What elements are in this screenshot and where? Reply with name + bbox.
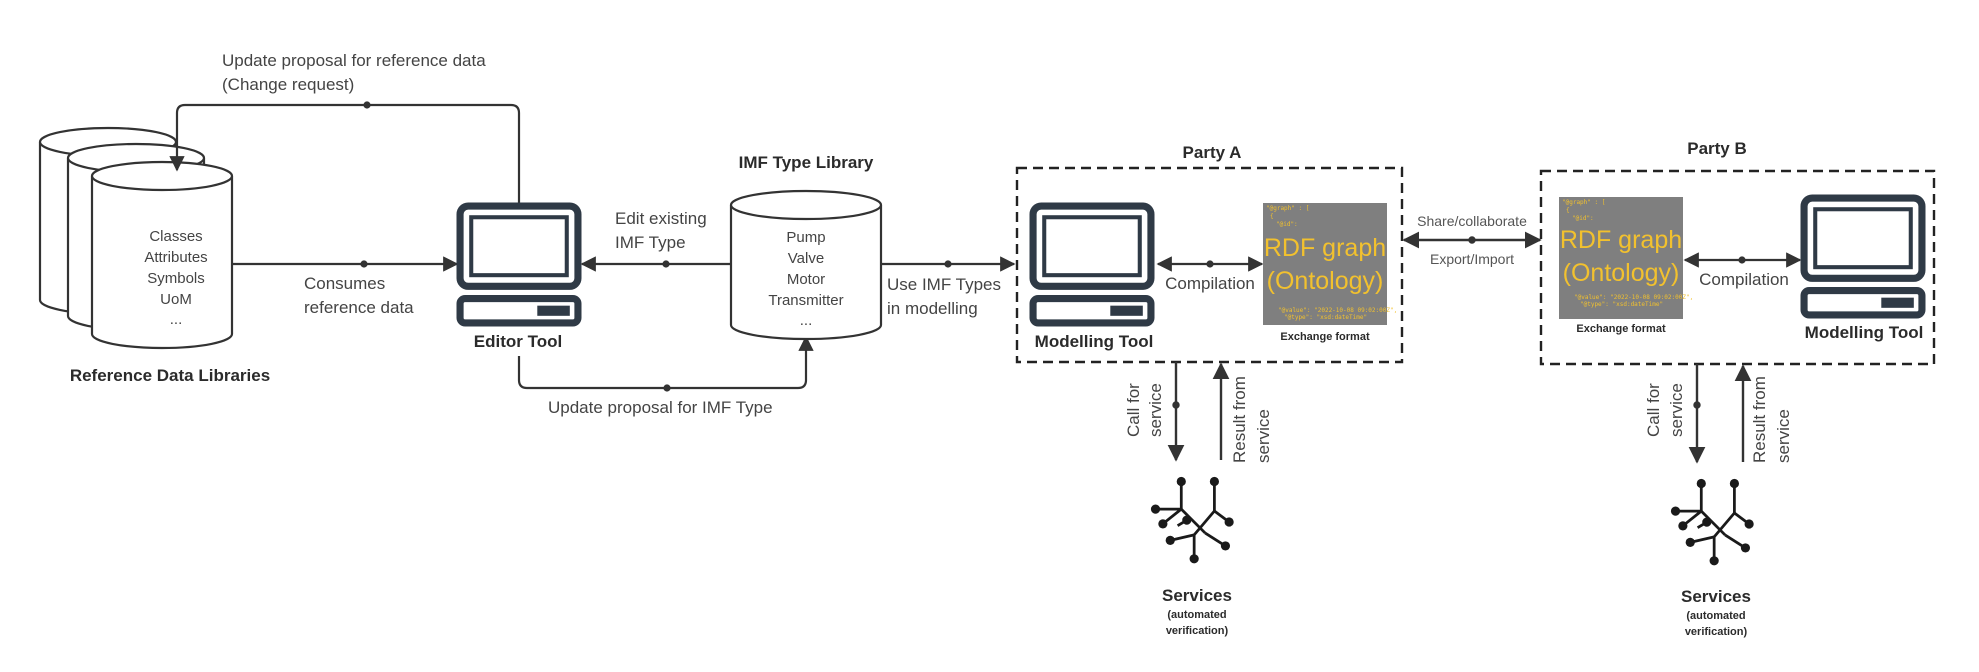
party-a-title: Party A — [1183, 143, 1242, 162]
ref-item-attributes: Attributes — [144, 249, 207, 266]
party-b-call-service-arrow — [1688, 364, 1706, 464]
party-a-rdf-line1: RDF graph — [1264, 234, 1386, 262]
update-imf-arrow — [517, 335, 814, 392]
party-a-services-sub1: (automated — [1167, 609, 1226, 621]
party-b-title: Party B — [1687, 139, 1747, 158]
svg-text:"@graph" : [: "@graph" : [ — [1266, 205, 1309, 212]
party-a-computer-icon — [1033, 206, 1151, 323]
svg-text:"@type": "xsd:dateTime": "@type": "xsd:dateTime" — [1580, 301, 1663, 308]
ref-item-uom: UoM — [160, 291, 192, 308]
party-a-rdf-line2: (Ontology) — [1267, 267, 1384, 295]
svg-text:"@id":: "@id": — [1572, 215, 1594, 222]
party-a-rdf-graph: "@graph" : [ { "@id": RDF graph (Ontolog… — [1263, 203, 1397, 325]
party-a-call-service-arrow — [1167, 362, 1185, 462]
party-b-result-label-2: service — [1774, 409, 1793, 463]
share-collaborate-label: Share/collaborate — [1417, 213, 1527, 229]
edit-existing-label-2: IMF Type — [615, 233, 686, 252]
svg-text:"@graph" : [: "@graph" : [ — [1562, 199, 1605, 206]
change-request-label-2: (Change request) — [222, 75, 354, 94]
party-a-compilation-arrow — [1156, 256, 1264, 272]
party-a-compilation-label: Compilation — [1165, 274, 1255, 293]
party-a-call-label-1: Call for — [1124, 383, 1143, 437]
party-a-services-sub2: verification) — [1166, 625, 1229, 637]
svg-text:"@value": "2022-10-08 09:02:00: "@value": "2022-10-08 09:02:00Z", — [1574, 294, 1693, 301]
svg-text:"@type": "xsd:dateTime": "@type": "xsd:dateTime" — [1284, 314, 1367, 321]
update-imf-label: Update proposal for IMF Type — [548, 398, 773, 417]
use-imf-label-1: Use IMF Types — [887, 275, 1001, 294]
party-b-rdf-line2: (Ontology) — [1563, 259, 1680, 287]
change-request-label-1: Update proposal for reference data — [222, 51, 486, 70]
imf-item-transmitter: Transmitter — [768, 292, 843, 309]
edit-existing-label-1: Edit existing — [615, 209, 707, 228]
party-a-exchange-format: Exchange format — [1280, 331, 1370, 343]
party-b-call-label-1: Call for — [1644, 383, 1663, 437]
party-b-modelling-tool: Modelling Tool — [1805, 323, 1924, 342]
party-b-result-label-1: Result from — [1750, 376, 1769, 463]
editor-tool-computer-icon — [460, 206, 578, 323]
use-imf-arrow — [881, 256, 1016, 272]
party-b-exchange-format: Exchange format — [1576, 323, 1666, 335]
imf-item-motor: Motor — [787, 271, 825, 288]
imf-item-pump: Pump — [786, 229, 825, 246]
reference-libraries-title: Reference Data Libraries — [70, 366, 270, 385]
export-import-label: Export/Import — [1430, 251, 1514, 267]
imf-item-valve: Valve — [788, 250, 824, 267]
ref-item-more: ... — [170, 311, 183, 328]
change-request-arrow — [169, 101, 521, 208]
imf-library-title: IMF Type Library — [739, 153, 874, 172]
share-collaborate-arrow — [1402, 231, 1542, 249]
svg-text:"@id":: "@id": — [1276, 221, 1298, 228]
party-b-computer-icon — [1804, 198, 1922, 315]
party-b-services-sub1: (automated — [1686, 610, 1745, 622]
party-b-rdf-line1: RDF graph — [1560, 226, 1682, 254]
party-a-call-label-2: service — [1146, 383, 1165, 437]
party-b-compilation-label: Compilation — [1699, 270, 1789, 289]
party-a-modelling-tool: Modelling Tool — [1035, 332, 1154, 351]
party-a-boundary — [1015, 166, 1404, 364]
svg-text:"@value": "2022-10-08 09:02:00: "@value": "2022-10-08 09:02:00Z", — [1278, 307, 1397, 314]
ref-item-symbols: Symbols — [147, 270, 205, 287]
party-b-call-label-2: service — [1667, 383, 1686, 437]
party-b-compilation-arrow — [1683, 252, 1802, 268]
svg-text:{: { — [1270, 213, 1274, 220]
consumes-label-2: reference data — [304, 298, 414, 317]
party-a-result-label-1: Result from — [1230, 376, 1249, 463]
imf-library-cylinder — [729, 189, 883, 341]
reference-data-libraries: Classes Attributes Symbols UoM ... — [38, 126, 234, 350]
editor-tool-title: Editor Tool — [474, 332, 562, 351]
party-b-services-network-icon — [1670, 478, 1756, 567]
edit-existing-arrow — [580, 256, 731, 272]
consumes-arrow — [232, 256, 459, 272]
party-a-services-network-icon — [1150, 476, 1236, 565]
party-b-services-title: Services — [1681, 587, 1751, 606]
use-imf-label-2: in modelling — [887, 299, 978, 318]
consumes-label-1: Consumes — [304, 274, 385, 293]
party-b-boundary — [1539, 169, 1936, 366]
imf-item-more: ... — [800, 312, 813, 329]
party-b-rdf-graph: "@graph" : [ { "@id": RDF graph (Ontolog… — [1559, 197, 1693, 319]
party-b-services-sub2: verification) — [1685, 626, 1748, 638]
ref-item-classes: Classes — [149, 228, 202, 245]
party-a-result-label-2: service — [1254, 409, 1273, 463]
party-a-services-title: Services — [1162, 586, 1232, 605]
svg-text:{: { — [1566, 207, 1570, 214]
